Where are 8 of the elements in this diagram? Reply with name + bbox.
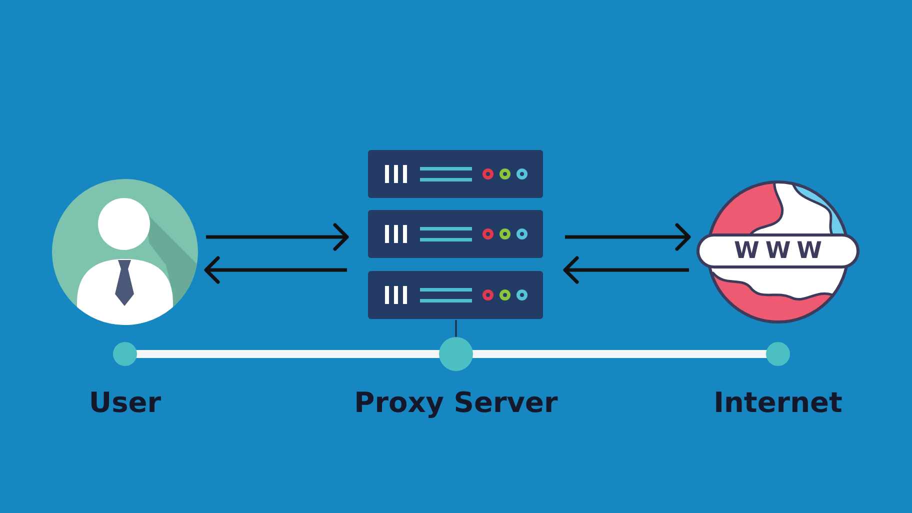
arrow	[204, 256, 347, 284]
arrow	[206, 223, 349, 251]
node-label: User	[88, 386, 162, 420]
node-label: Proxy Server	[354, 386, 558, 420]
arrow	[563, 256, 689, 284]
banner-text: WWW	[732, 237, 828, 265]
node-label: Internet	[714, 386, 842, 420]
arrow	[565, 223, 691, 251]
